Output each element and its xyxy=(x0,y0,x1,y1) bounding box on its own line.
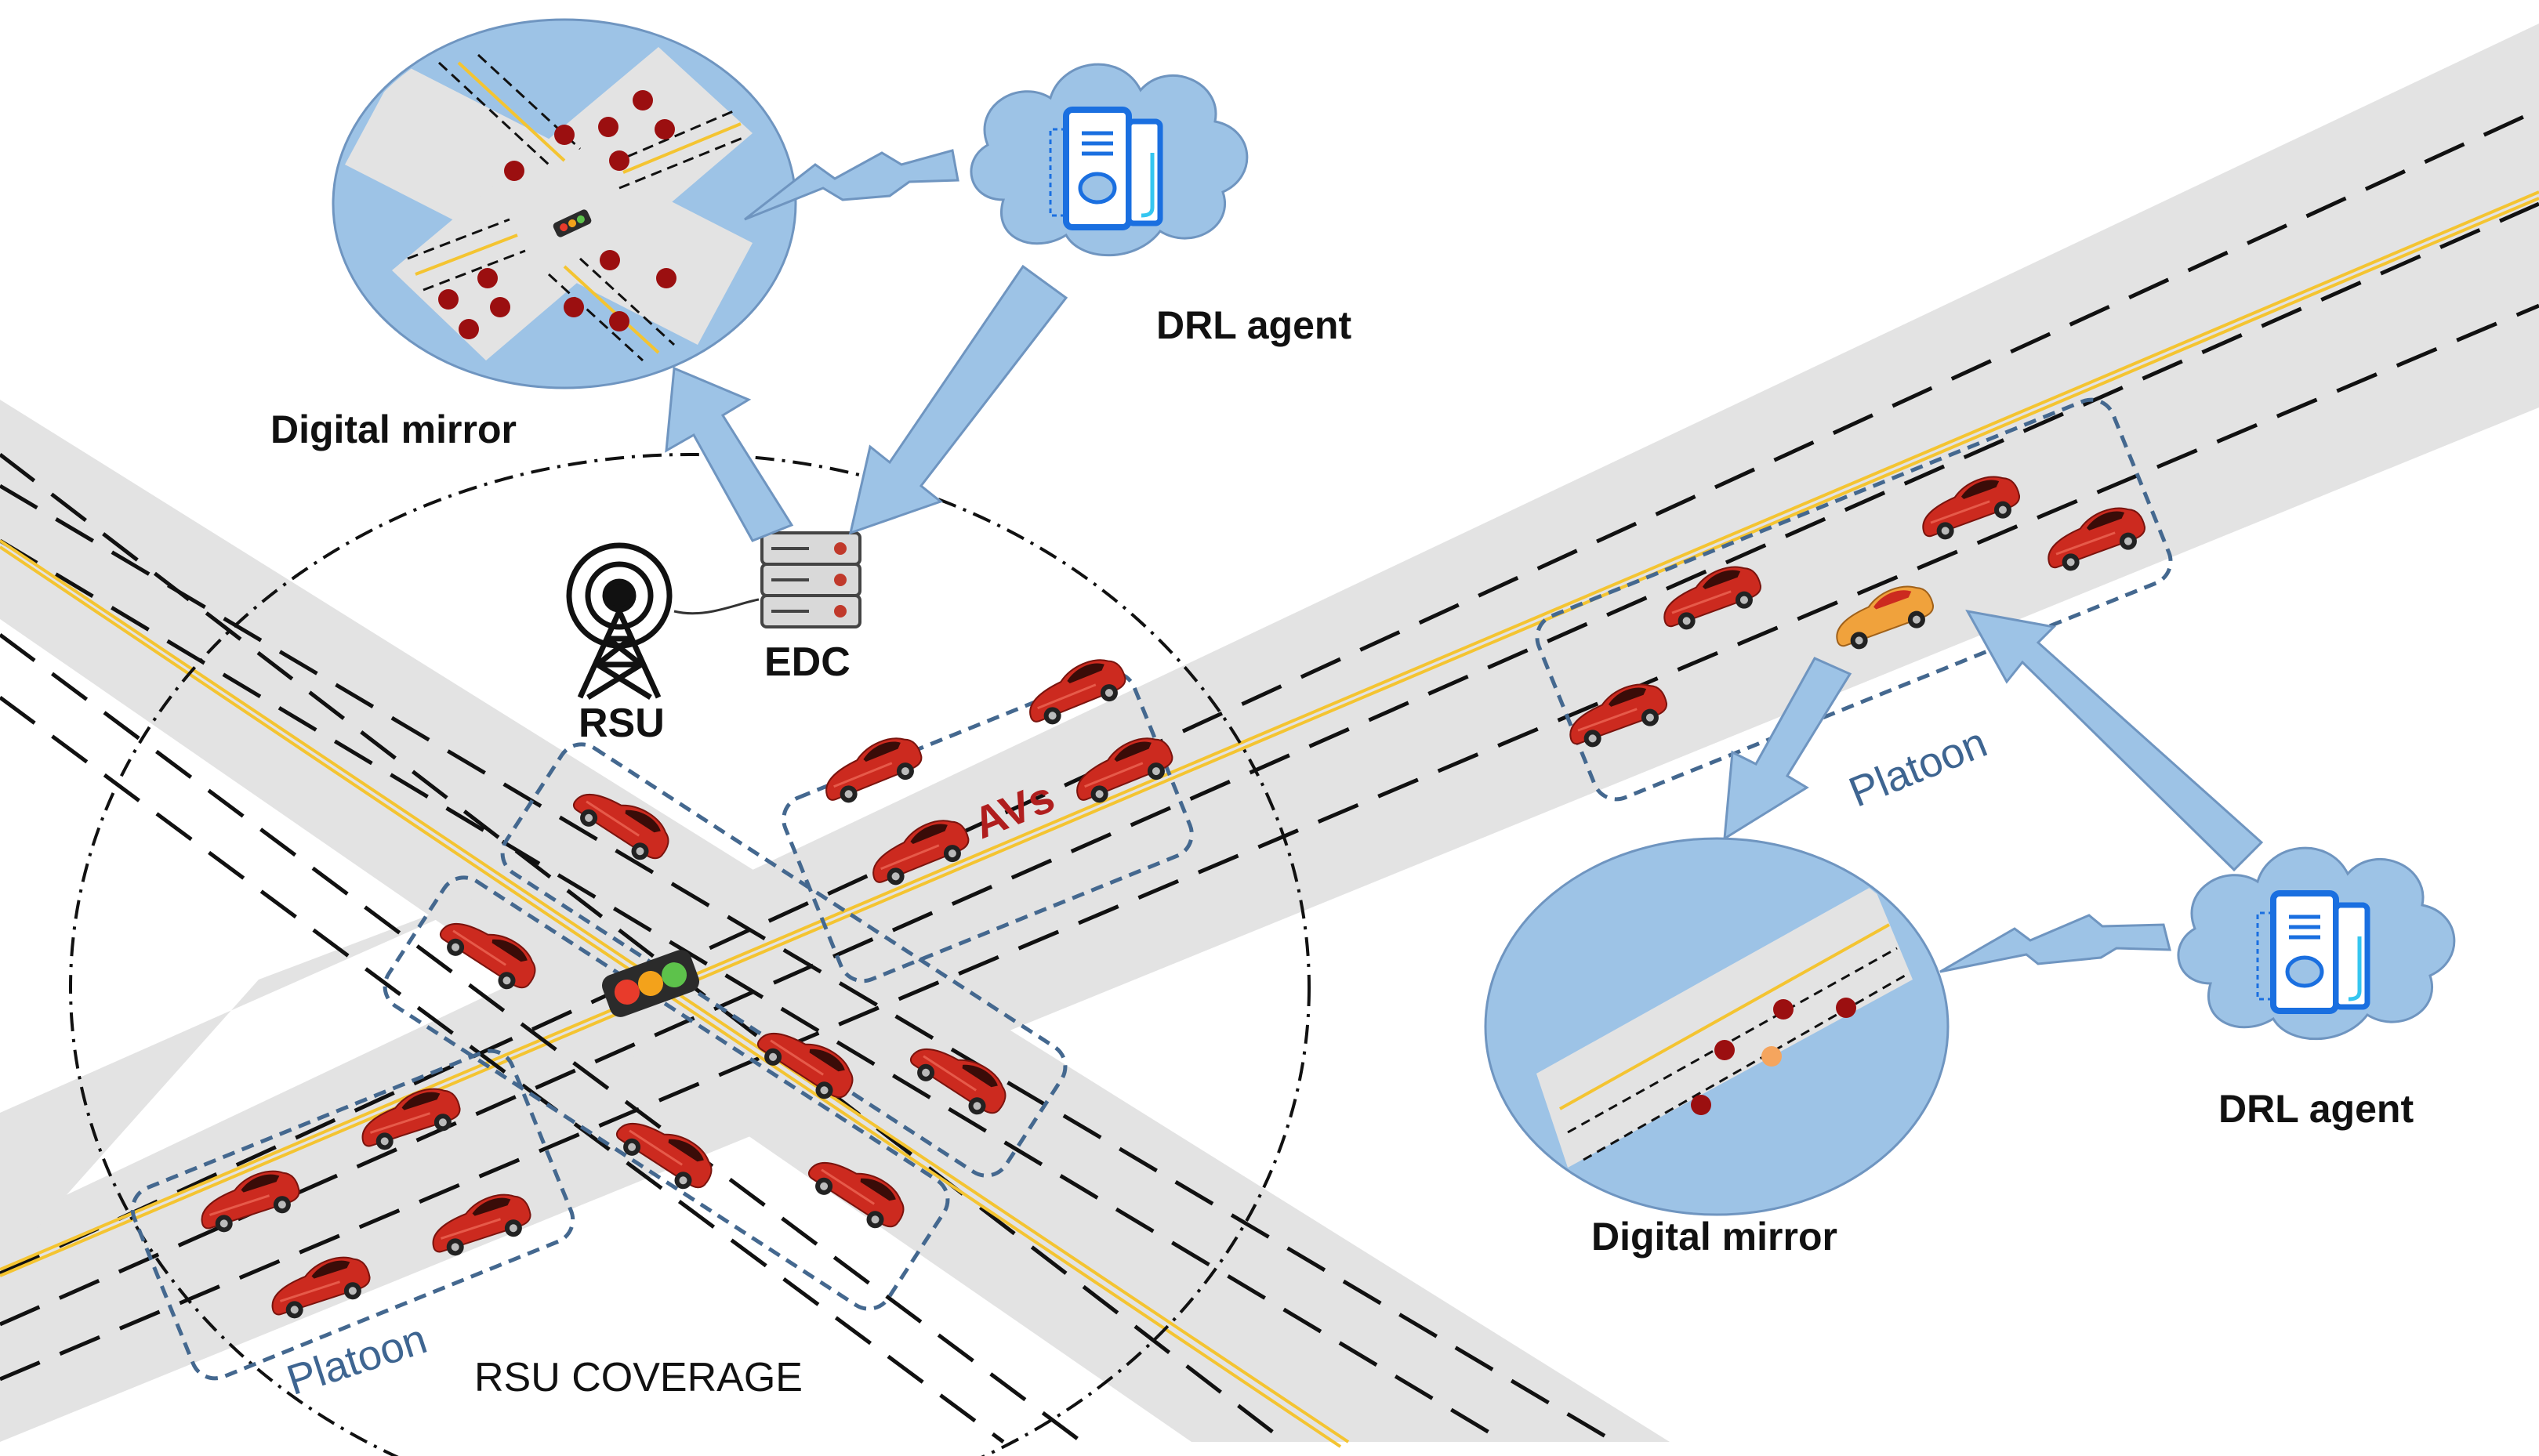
platoon-box-diag-upper xyxy=(500,742,1068,1178)
drl-agent-cloud-top xyxy=(971,64,1247,255)
arrow-agent-to-edc xyxy=(848,264,1068,535)
lightning-link-icon xyxy=(1939,914,2171,973)
platoon-box-diag-lower xyxy=(383,875,950,1311)
cloud-icon xyxy=(2178,848,2454,1039)
cloud-icon xyxy=(971,64,1247,255)
mirror-right-vehicle-dots xyxy=(1691,998,1856,1115)
lightning-link-icon xyxy=(744,149,959,221)
label-rsu: RSU xyxy=(579,701,665,746)
arrow-platoon-to-mirror xyxy=(1723,657,1852,841)
label-platoon-right: Platoon xyxy=(1843,719,1993,816)
rsu-edc-cable xyxy=(673,598,760,615)
platoon-box-right xyxy=(1535,397,2173,802)
mirror-top-vehicle-dots xyxy=(438,90,676,339)
label-drl-agent-top: DRL agent xyxy=(1156,303,1351,347)
label-platoon-left: Platoon xyxy=(281,1315,433,1404)
arrow-agent-to-platoon xyxy=(1965,609,2264,872)
rsu-tower-icon xyxy=(566,542,673,700)
platoon-box-left xyxy=(130,1049,575,1381)
traffic-light-icon xyxy=(601,950,700,1017)
side-road xyxy=(0,870,549,1269)
label-digital-mirror-right: Digital mirror xyxy=(1591,1215,1837,1259)
platoon-box-avs xyxy=(782,670,1194,983)
edc-rack-icon xyxy=(760,531,861,628)
arrow-edc-to-mirror xyxy=(665,366,794,542)
label-drl-agent-right: DRL agent xyxy=(2218,1087,2414,1131)
digital-mirror-top xyxy=(332,18,797,389)
label-edc: EDC xyxy=(764,639,851,685)
digital-mirror-right xyxy=(1484,837,1950,1216)
label-rsu-coverage: RSU COVERAGE xyxy=(474,1355,803,1400)
rsu-coverage-circle xyxy=(69,453,1311,1456)
label-digital-mirror-top: Digital mirror xyxy=(270,407,517,451)
main-diagonal-road xyxy=(0,24,2539,1442)
drl-agent-cloud-right xyxy=(2178,848,2454,1039)
